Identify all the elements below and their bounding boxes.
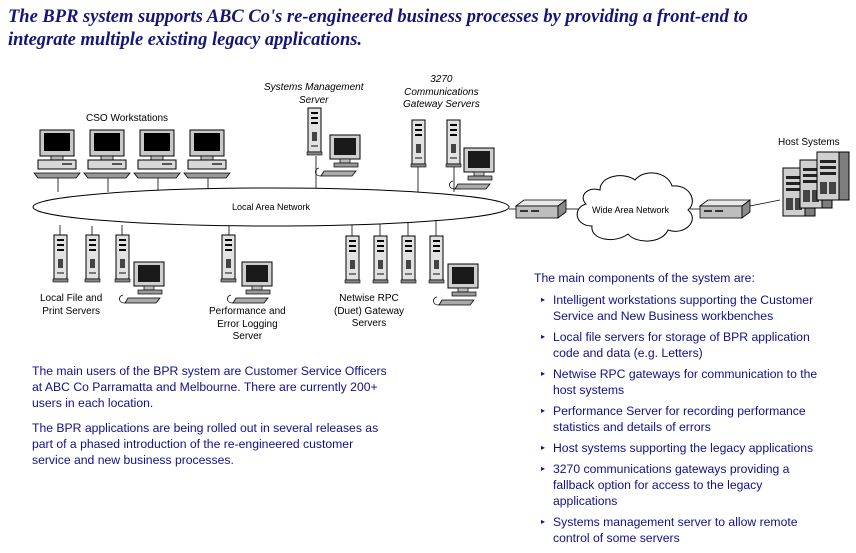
bullet-arrow-icon: ▸	[541, 517, 546, 526]
comms-gateway-label-line-3: Gateway Servers	[403, 99, 480, 110]
wan-router	[699, 199, 751, 219]
component-item-line: Netwise RPC gateways for communication t…	[553, 367, 818, 381]
component-item-line: code and data (e.g. Letters)	[553, 346, 703, 360]
component-item: ▸ 3270 communications gateways providing …	[541, 461, 817, 509]
netwise-tower-2	[372, 235, 389, 284]
bullet-arrow-icon: ▸	[541, 332, 546, 341]
rollout-paragraph-line-2: part of a phased introduction of the re-…	[32, 437, 354, 451]
gateway-tower-2	[445, 119, 462, 168]
netwise-tower-4	[428, 235, 445, 284]
components-list: ▸ Intelligent workstations supporting the…	[541, 292, 817, 551]
file-server-tower-3	[114, 234, 131, 283]
rollout-paragraph-line-1: The BPR applications are being rolled ou…	[32, 421, 379, 435]
component-item-line: Service and New Business workbenches	[553, 309, 774, 323]
rollout-paragraph: The BPR applications are being rolled ou…	[32, 420, 378, 468]
component-item: ▸ Intelligent workstations supporting the…	[541, 292, 817, 324]
component-item: ▸ Local file servers for storage of BPR a…	[541, 329, 817, 361]
perf-logging-label-line-1: Performance and	[209, 306, 286, 317]
cso-workstation-3	[133, 129, 181, 179]
lan-ellipse	[32, 187, 510, 227]
cso-workstation-4	[183, 129, 231, 179]
rollout-paragraph-line-3: service and new business processes.	[32, 453, 234, 467]
component-item-line: Performance Server for recording perform…	[553, 404, 806, 418]
bullet-arrow-icon: ▸	[541, 464, 546, 473]
perf-logging-label-line-3: Server	[232, 331, 263, 342]
component-item-line: Intelligent workstations supporting the …	[553, 293, 814, 307]
gateway-tower-1	[410, 119, 427, 168]
host-systems-label: Host Systems	[778, 137, 840, 148]
bullet-arrow-icon: ▸	[541, 406, 546, 415]
bullet-arrow-icon: ▸	[541, 369, 546, 378]
component-item-line: Systems management server to allow remot…	[553, 515, 798, 529]
component-item: ▸ Host systems supporting the legacy appl…	[541, 440, 817, 456]
component-item-line: fallback option for access to the legacy	[553, 478, 763, 492]
workstation-lan-links	[57, 178, 209, 192]
lan-router	[515, 199, 567, 219]
component-item-line: Local file servers for storage of BPR ap…	[553, 330, 810, 344]
netwise-label-line-1: Netwise RPC	[339, 293, 399, 304]
comms-gateway-label-line-1: 3270	[430, 74, 453, 85]
systems-mgmt-monitor	[314, 134, 361, 177]
systems-mgmt-tower	[306, 107, 323, 156]
component-item-line: control of some servers	[553, 531, 680, 545]
component-item-line: applications	[553, 494, 618, 508]
cso-workstation-1	[33, 129, 81, 179]
file-print-label: Local File and Print Servers	[40, 293, 102, 318]
netwise-label: Netwise RPC (Duet) Gateway Servers	[334, 293, 404, 331]
cso-workstations-label: CSO Workstations	[86, 113, 169, 124]
netwise-label-line-3: Servers	[351, 318, 387, 329]
component-item-line: host systems	[553, 383, 625, 397]
wan-cloud	[576, 172, 693, 242]
netwise-label-line-2: (Duet) Gateway	[334, 305, 405, 317]
systems-mgmt-label-line-2: Server	[299, 94, 329, 106]
netwise-tower-3	[400, 235, 417, 284]
page-title: The BPR system supports ABC Co's re-engi…	[8, 6, 848, 52]
title-line-2: integrate multiple existing legacy appli…	[8, 30, 363, 50]
file-print-label-line-2: Print Servers	[42, 305, 101, 317]
bullet-arrow-icon: ▸	[541, 295, 546, 304]
cso-workstation-2	[83, 129, 131, 179]
host-system-3	[816, 151, 850, 201]
component-item-line: 3270 communications gateways providing a	[553, 462, 790, 476]
systems-mgmt-label-line-1: Systems Management	[264, 82, 364, 93]
component-item: ▸ Performance Server for recording perfor…	[541, 403, 817, 435]
perf-server-tower	[220, 234, 237, 283]
component-item-line: statistics and details of errors	[553, 420, 711, 434]
perf-logging-label-line-2: Error Logging	[217, 318, 278, 330]
wan-label: Wide Area Network	[592, 205, 670, 215]
systems-mgmt-label: Systems Management Server	[264, 82, 364, 107]
comms-gateway-label: 3270 Communications Gateway Servers	[403, 74, 480, 112]
bullet-arrow-icon: ▸	[541, 443, 546, 452]
users-paragraph-line-1: The main users of the BPR system are Cus…	[32, 364, 387, 378]
component-item-line: Host systems supporting the legacy appli…	[553, 441, 814, 455]
lan-label: Local Area Network	[232, 202, 311, 212]
perf-logging-label: Performance and Error Logging Server	[209, 306, 286, 344]
file-server-tower-2	[84, 234, 101, 283]
file-server-tower-1	[52, 234, 69, 283]
users-paragraph: The main users of the BPR system are Cus…	[32, 363, 387, 411]
component-item: ▸ Systems management server to allow remo…	[541, 514, 817, 546]
comms-gateway-label-line-2: Communications	[404, 86, 479, 98]
users-paragraph-line-3: users in each location.	[32, 396, 154, 410]
components-heading: The main components of the system are:	[534, 271, 755, 285]
netwise-tower-1	[344, 235, 361, 284]
users-paragraph-line-2: at ABC Co Parramatta and Melbourne. Ther…	[32, 380, 378, 394]
file-print-label-line-1: Local File and	[40, 293, 103, 304]
lower-lan-links	[59, 220, 437, 236]
component-item: ▸ Netwise RPC gateways for communication …	[541, 366, 817, 398]
title-line-1: The BPR system supports ABC Co's re-engi…	[8, 7, 748, 27]
